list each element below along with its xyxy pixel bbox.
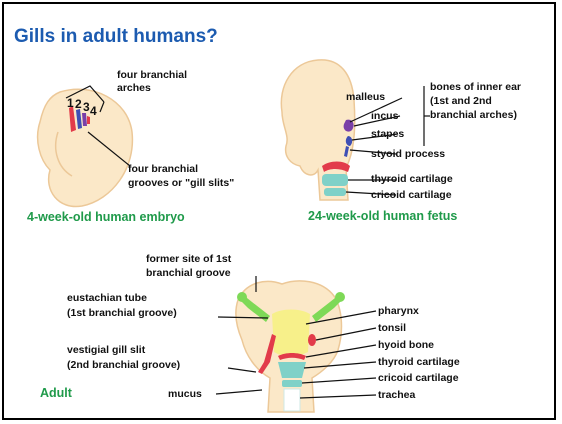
- fetus-cricoid-label: cricoid cartilage: [371, 189, 452, 201]
- trachea-shape: [284, 389, 300, 411]
- mucus-leader: [216, 390, 262, 394]
- stapes-label: stapes: [371, 128, 404, 140]
- embryo-caption: 4-week-old human embryo: [27, 210, 185, 224]
- adult-illustration: [216, 276, 376, 412]
- vestigial-leader: [228, 368, 256, 372]
- arches-label-line-1: four branchial: [117, 69, 187, 81]
- arch-number-2: 2: [75, 97, 82, 111]
- hyoid-bone-label: hyoid bone: [378, 339, 434, 351]
- ear-left: [237, 292, 247, 302]
- fetus-caption: 24-week-old human fetus: [308, 209, 457, 223]
- pharynx-shape: [272, 310, 310, 357]
- embryo-illustration: 1 2 3 4: [38, 86, 133, 207]
- grooves-label-line-1: four branchial: [128, 163, 198, 175]
- styoid-process-label: styoid process: [371, 148, 445, 160]
- fetus-cricoid-shape: [324, 188, 346, 196]
- malleus-label: malleus: [346, 91, 385, 103]
- eustachian-label-line-1: eustachian tube: [67, 292, 147, 304]
- arch-number-1: 1: [67, 96, 74, 110]
- incus-label: incus: [371, 110, 399, 122]
- adult-thyroid-shape: [278, 362, 306, 378]
- mucus-label: mucus: [168, 388, 202, 400]
- adult-thyroid-label: thyroid cartilage: [378, 356, 460, 368]
- tonsil-label: tonsil: [378, 322, 406, 334]
- grooves-label-line-2: grooves or "gill slits": [128, 177, 234, 189]
- arch-number-3: 3: [83, 100, 90, 114]
- former-site-label-line-2: branchial groove: [146, 267, 231, 279]
- bones-label-line-2: (1st and 2nd: [430, 95, 492, 107]
- tonsil-shape: [308, 334, 316, 346]
- arches-label-line-2: arches: [117, 82, 151, 94]
- adult-cricoid-shape: [282, 380, 302, 387]
- pharynx-label: pharynx: [378, 305, 419, 317]
- fetus-thyroid-shape: [322, 174, 348, 186]
- trachea-label: trachea: [378, 389, 416, 401]
- vestigial-label-line-2: (2nd branchial groove): [67, 359, 180, 371]
- eustachian-label-line-2: (1st branchial groove): [67, 307, 177, 319]
- diagram-title: Gills in adult humans?: [14, 26, 218, 47]
- adult-cricoid-label: cricoid cartilage: [378, 372, 459, 384]
- former-site-label-line-1: former site of 1st: [146, 253, 232, 265]
- bones-label-line-3: branchial arches): [430, 109, 517, 121]
- adult-cricoid-leader: [302, 378, 376, 383]
- bones-label-line-1: bones of inner ear: [430, 81, 521, 93]
- arch-number-4: 4: [90, 104, 97, 118]
- adult-caption: Adult: [40, 386, 73, 400]
- ear-right: [335, 292, 345, 302]
- vestigial-label-line-1: vestigial gill slit: [67, 344, 146, 356]
- fetus-thyroid-label: thyroid cartilage: [371, 173, 453, 185]
